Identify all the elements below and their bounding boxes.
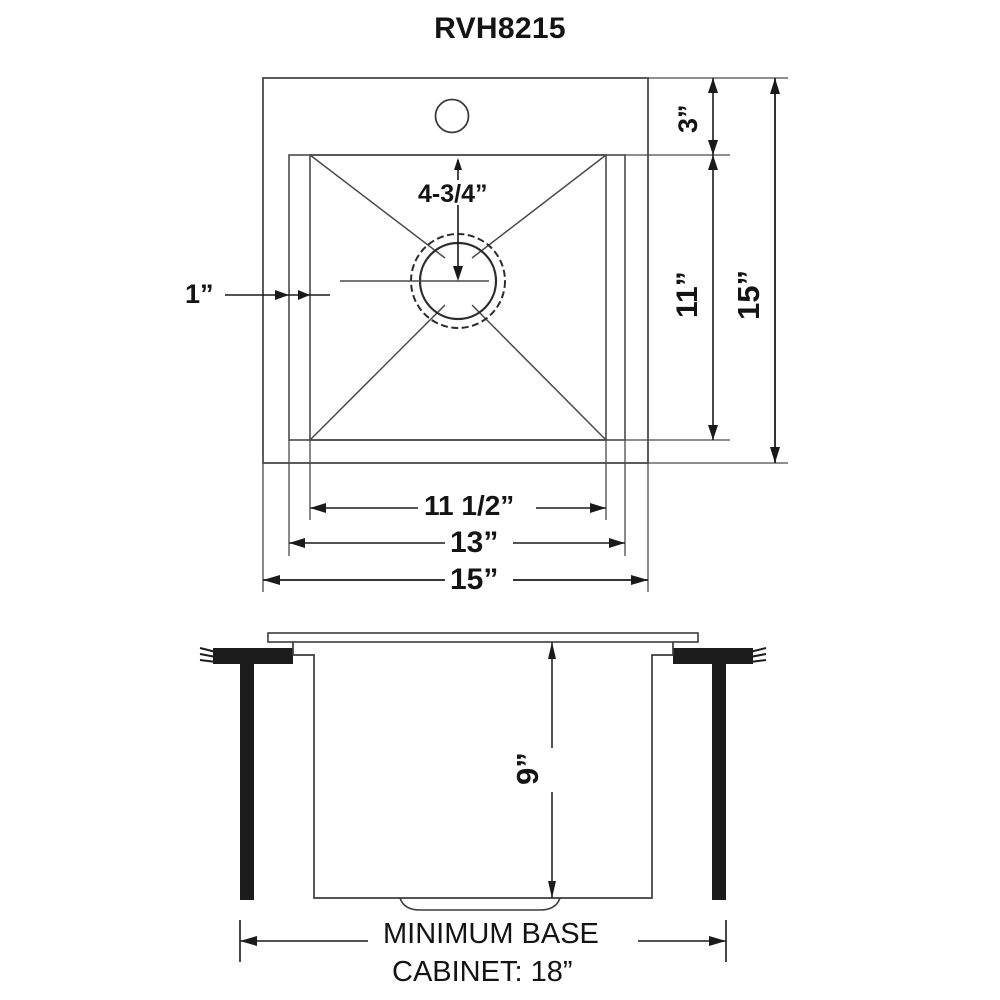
dimension-faucet-to-drain: 4-3/4” — [418, 158, 487, 281]
label-backdrop-overall-width — [445, 562, 513, 594]
page-title: RVH8215 — [434, 12, 566, 45]
dimension-inner-width: 13” — [289, 525, 625, 559]
basin-drain-bump — [399, 897, 561, 911]
arrow-down-icon — [453, 266, 463, 281]
cabinet-wall-right — [712, 663, 726, 900]
arrow-down-icon-15in — [770, 447, 780, 463]
dimension-label-overall-height: 15” — [731, 270, 766, 320]
arrow-up-icon-3in — [708, 78, 718, 93]
dimension-label-bowl-height: 11” — [671, 271, 704, 318]
basin-outline — [292, 642, 674, 899]
countertop-bar-left — [213, 648, 293, 664]
dimension-rim-width: 1” — [185, 279, 330, 309]
arrow-down-icon-11in — [708, 425, 718, 440]
dimension-bowl-height: 11” — [671, 155, 718, 440]
extension-lines-bottom — [262, 440, 649, 592]
arrow-up-icon-9in — [548, 642, 556, 659]
dimension-overall-height: 15” — [731, 78, 780, 463]
arrow-right-icon-15in-w — [631, 575, 648, 585]
arrow-down-icon-3in — [708, 140, 718, 155]
arrow-down-icon-9in — [548, 881, 556, 898]
arrow-right-icon-cabinet — [709, 936, 726, 946]
caption-min-base-line2: CABINET: 18” — [392, 956, 573, 988]
cabinet-wall-left — [240, 663, 254, 900]
dimension-bowl-depth: 9” — [510, 642, 568, 898]
arrow-right-icon — [275, 290, 289, 300]
arrow-right-icon-13in — [609, 538, 625, 548]
arrow-left-icon-115in — [310, 503, 326, 513]
countertop-bar-right — [673, 648, 753, 664]
bowl-inner-outline — [309, 154, 607, 441]
dimension-label-rim-width: 1” — [185, 279, 214, 309]
dimension-label-overall-width: 15” — [450, 563, 498, 596]
arrow-right-icon-2 — [298, 290, 310, 300]
arrow-left-icon-15in-w — [263, 575, 280, 585]
dimension-label-top-band: 3” — [673, 104, 703, 133]
top-view: 4-3/4” 1” 3” — [185, 77, 788, 596]
arrow-right-icon-115in — [590, 503, 606, 513]
dimension-top-band: 3” — [673, 78, 718, 155]
break-hatch-marks — [199, 647, 767, 663]
dimension-label-inner-width: 13” — [450, 526, 498, 559]
caption-min-base-line1: MINIMUM BASE — [383, 918, 599, 950]
dimension-overall-width: 15” — [263, 562, 648, 596]
label-backdrop-inner-width — [445, 525, 513, 557]
arrow-up-icon — [454, 158, 462, 170]
dimension-min-cabinet: MINIMUM BASE CABINET: 18” — [239, 918, 727, 988]
label-backdrop-bowl-width — [418, 490, 536, 520]
arrow-up-icon-15in — [770, 78, 780, 94]
arrow-left-icon-cabinet — [240, 936, 257, 946]
arrow-up-icon-11in — [708, 155, 718, 170]
arrow-left-icon-13in — [289, 538, 305, 548]
dimension-label-bowl-width: 11 1/2” — [424, 490, 514, 521]
sink-flange-slab — [267, 632, 699, 643]
dimension-label-bowl-depth: 9” — [510, 752, 545, 785]
label-backdrop-bowl-depth — [536, 748, 568, 792]
faucet-hole-icon — [434, 98, 470, 134]
dimension-bowl-width: 11 1/2” — [310, 490, 606, 521]
sink-deck-outline — [262, 77, 649, 464]
dimension-label-faucet-to-drain: 4-3/4” — [418, 180, 487, 208]
bowl-slope-lines — [309, 154, 607, 441]
cross-section-view: 9” MINIMUM BASE CABINET: 18” — [199, 632, 767, 988]
label-backdrop-cabinet-line1 — [368, 918, 638, 952]
